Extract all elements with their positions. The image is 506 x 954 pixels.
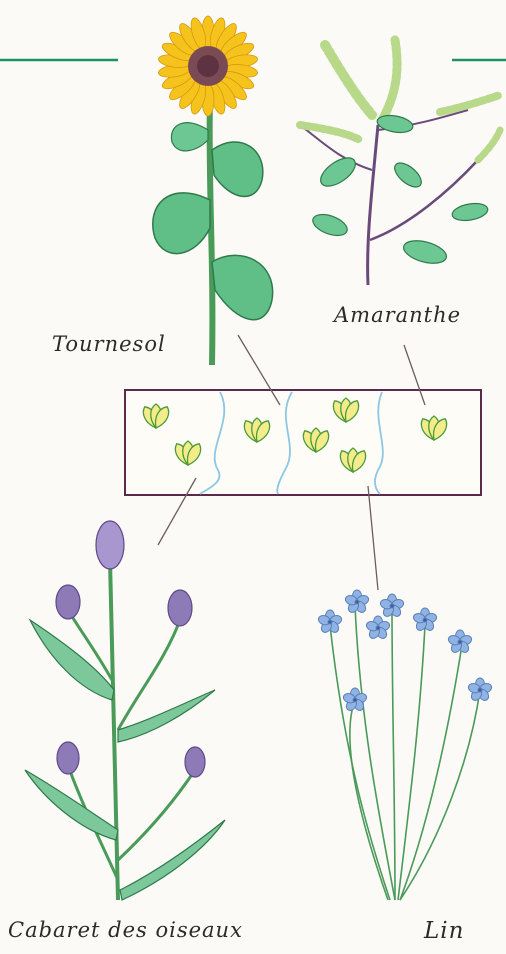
label-cabaret-des-oiseaux: Cabaret des oiseaux — [8, 918, 243, 942]
amaranth-illustration — [300, 40, 500, 285]
flax-flower-icon — [467, 678, 493, 702]
teasel-illustration — [25, 521, 225, 900]
seed-mix-box — [125, 390, 481, 495]
flax-flower-icon — [365, 616, 391, 640]
flax-flower-icon — [447, 630, 473, 654]
flax-illustration — [317, 590, 493, 900]
flax-flower-icon — [344, 590, 370, 614]
label-lin: Lin — [424, 918, 464, 944]
sunflower-illustration — [153, 16, 273, 365]
label-amaranthe: Amaranthe — [334, 303, 461, 327]
leader-lin — [368, 486, 378, 590]
label-tournesol: Tournesol — [52, 332, 166, 356]
